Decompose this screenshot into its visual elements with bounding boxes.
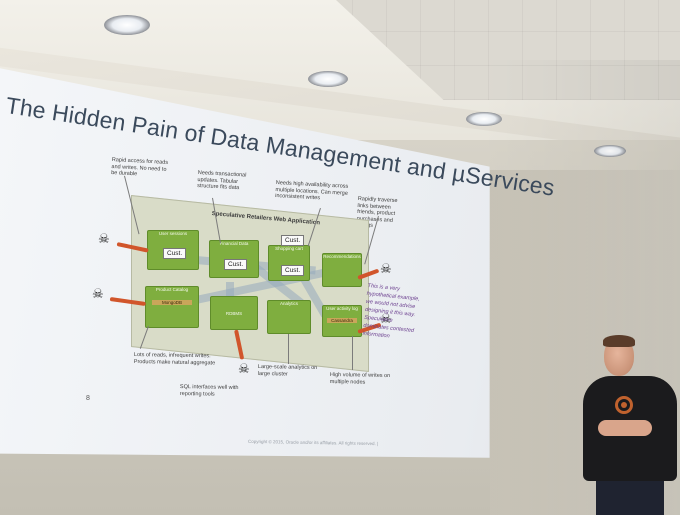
cust-label: Cust.: [224, 259, 248, 270]
user-sessions-box: User sessions: [147, 230, 199, 270]
annotation-top-left: Rapid access for reads and writes. No ne…: [111, 157, 169, 178]
shirt-logo-icon: [615, 396, 633, 414]
cust-label: Cust.: [281, 235, 305, 246]
ceiling-light: [594, 145, 626, 157]
box-label: Analytics: [279, 301, 298, 306]
box-sublabel: Cassandra: [327, 318, 357, 323]
callout-line: [352, 336, 353, 370]
box-label: User activity log: [326, 306, 358, 311]
annotation-bottom-right: High volume of writes on multiple nodes: [329, 372, 391, 386]
speaker-hands: [598, 420, 652, 436]
ceiling-light: [308, 71, 348, 87]
shirt-logo-dot: [621, 402, 627, 408]
box-sublabel: MongoDB: [152, 300, 192, 305]
handwritten-note: This is a very hypothetical example, we …: [362, 282, 420, 340]
callout-line: [288, 334, 289, 364]
box-label: Recommendations: [323, 254, 361, 259]
ceiling-light: [104, 15, 150, 35]
skull-icon: ☠: [380, 311, 392, 326]
cust-label: Cust.: [163, 248, 187, 259]
skull-icon: ☠: [238, 361, 250, 376]
ceiling-light: [466, 112, 502, 126]
skull-icon: ☠: [92, 286, 104, 301]
box-label: RDBMS: [225, 311, 243, 316]
annotation-top-mid: Needs transactional updates. Tabular str…: [197, 170, 247, 192]
slide-number: 8: [86, 395, 90, 402]
annotation-bottom-center: Large-scale analytics on large cluster: [257, 364, 318, 378]
annotation-bottom-left: Lots of reads, infrequent writes. Produc…: [133, 352, 216, 366]
speaker-legs: [596, 478, 664, 515]
rdbms-box: RDBMS: [210, 296, 258, 330]
box-label: User sessions: [158, 231, 188, 236]
box-label: Financial Data: [219, 241, 249, 246]
skull-icon: ☠: [380, 261, 392, 276]
annotation-top-right: Needs high availability across multiple …: [275, 180, 349, 202]
product-catalog-box: Product Catalog MongoDB: [145, 286, 199, 328]
analytics-box: Analytics: [267, 300, 311, 334]
speaker-hair: [603, 335, 635, 347]
cust-label: Cust.: [281, 265, 305, 276]
box-label: Product Catalog: [155, 287, 189, 292]
skull-icon: ☠: [98, 231, 110, 246]
user-activity-box: User activity log Cassandra: [322, 305, 362, 337]
box-label: Shopping cart: [275, 246, 303, 251]
annotation-bottom-mid: SQL interfaces well with reporting tools: [179, 384, 239, 398]
recommendations-box: Recommendations: [322, 253, 362, 287]
ceiling-tiles: [336, 0, 680, 100]
